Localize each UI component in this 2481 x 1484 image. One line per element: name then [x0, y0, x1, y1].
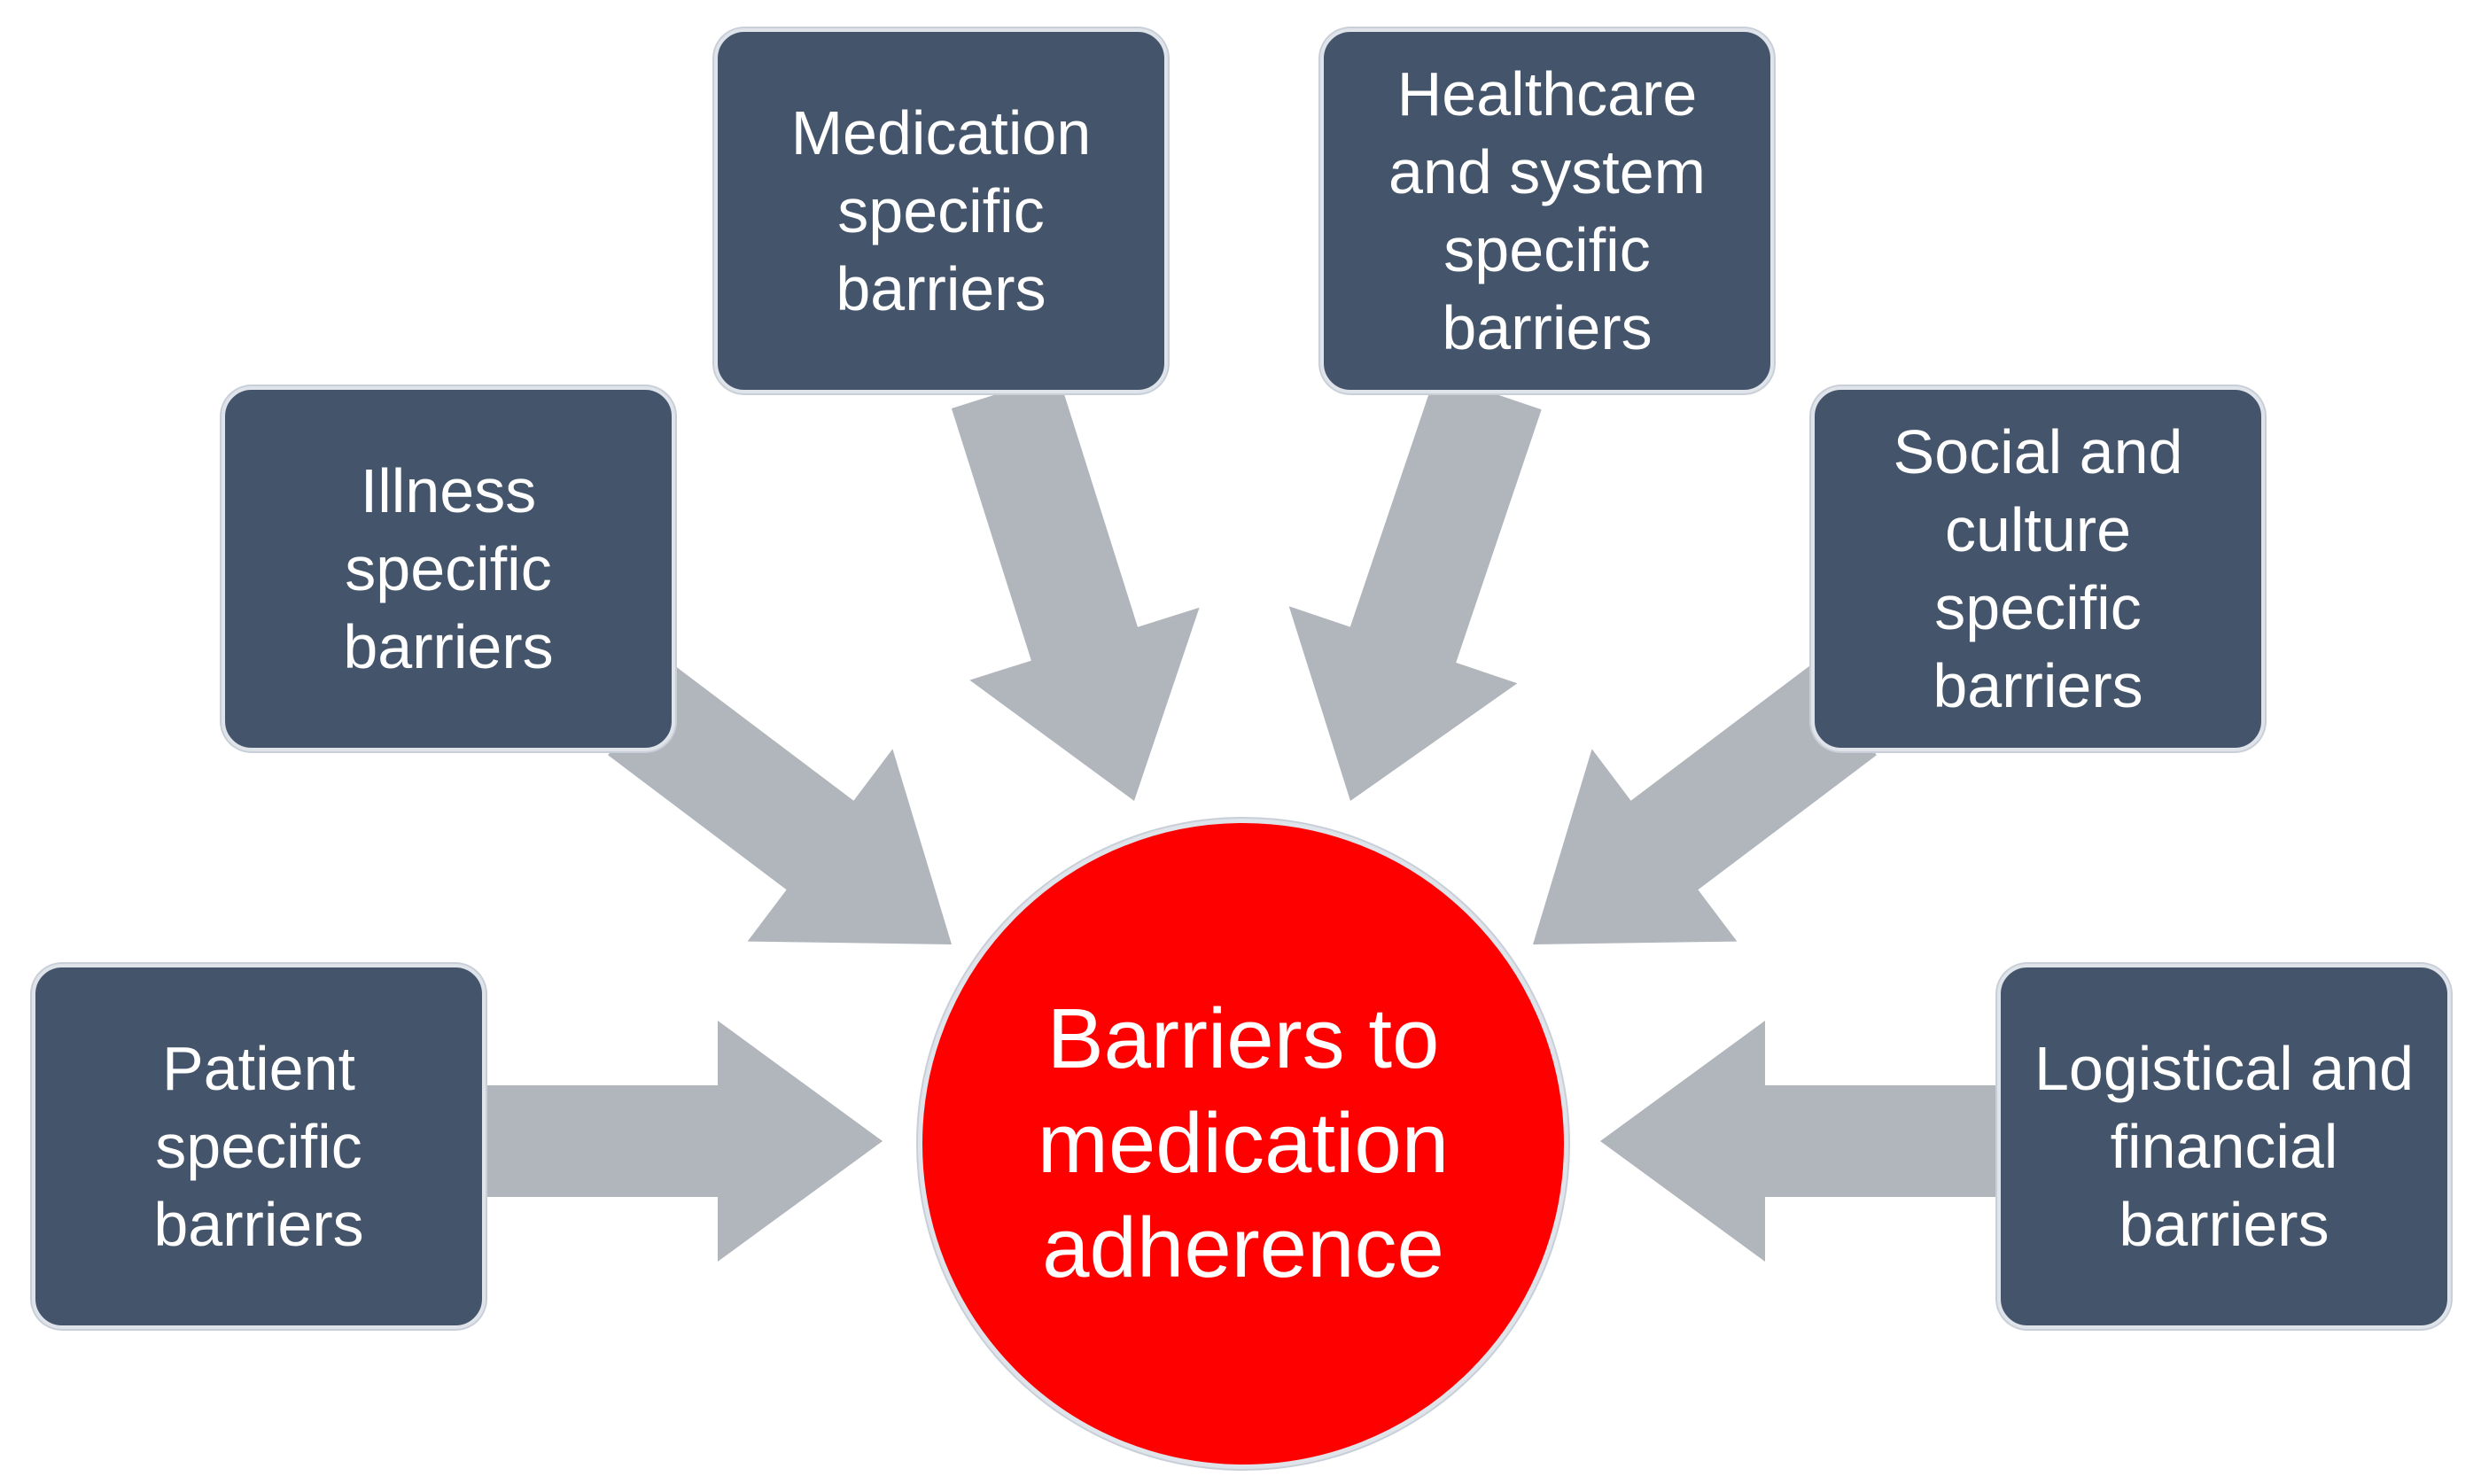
illness-barriers-box: Illness specific barriers	[222, 386, 675, 751]
box-line: specific	[155, 1112, 362, 1181]
medication-arrow	[951, 375, 1200, 801]
healthcare-system-barriers-box: Healthcare and system specific barriers	[1320, 28, 1774, 393]
box-line: Medication	[790, 98, 1092, 167]
box-line: financial	[2110, 1112, 2338, 1181]
social-culture-barriers-box: Social and culture specific barriers	[1811, 386, 2265, 751]
box-line: Healthcare	[1396, 59, 1698, 128]
box-line: culture	[1944, 495, 2132, 564]
box-line: Illness	[360, 456, 537, 525]
hub-line: Barriers to	[1046, 991, 1440, 1086]
box-line: barriers	[836, 254, 1046, 323]
box-line: specific	[345, 534, 552, 603]
hub-line: adherence	[1042, 1200, 1444, 1295]
hub-line: medication	[1037, 1096, 1450, 1191]
box-line: Social and	[1893, 417, 2183, 486]
box-line: Patient	[162, 1034, 355, 1103]
box-line: barriers	[1442, 293, 1653, 362]
logistical-financial-barriers-box: Logistical and financial barriers	[1997, 964, 2451, 1329]
logistical-arrow	[1600, 1021, 1999, 1262]
patient-arrow	[484, 1021, 883, 1262]
medication-barriers-box: Medication specific barriers	[714, 28, 1168, 393]
box-line: barriers	[343, 612, 554, 681]
box-line: barriers	[1933, 651, 2143, 720]
box-line: specific	[837, 176, 1045, 245]
box-line: and system	[1388, 137, 1706, 206]
illness-arrow	[608, 665, 952, 944]
healthcare-arrow	[1288, 373, 1542, 801]
central-hub-circle: Barriers to medication adherence	[918, 819, 1568, 1469]
box-line: barriers	[153, 1190, 364, 1259]
box-line: Logistical and	[2034, 1034, 2415, 1103]
social-arrow	[1533, 665, 1877, 944]
box-line: specific	[1443, 215, 1651, 284]
patient-barriers-box: Patient specific barriers	[32, 964, 486, 1329]
box-line: specific	[1934, 573, 2142, 642]
box-line: barriers	[2119, 1190, 2329, 1259]
